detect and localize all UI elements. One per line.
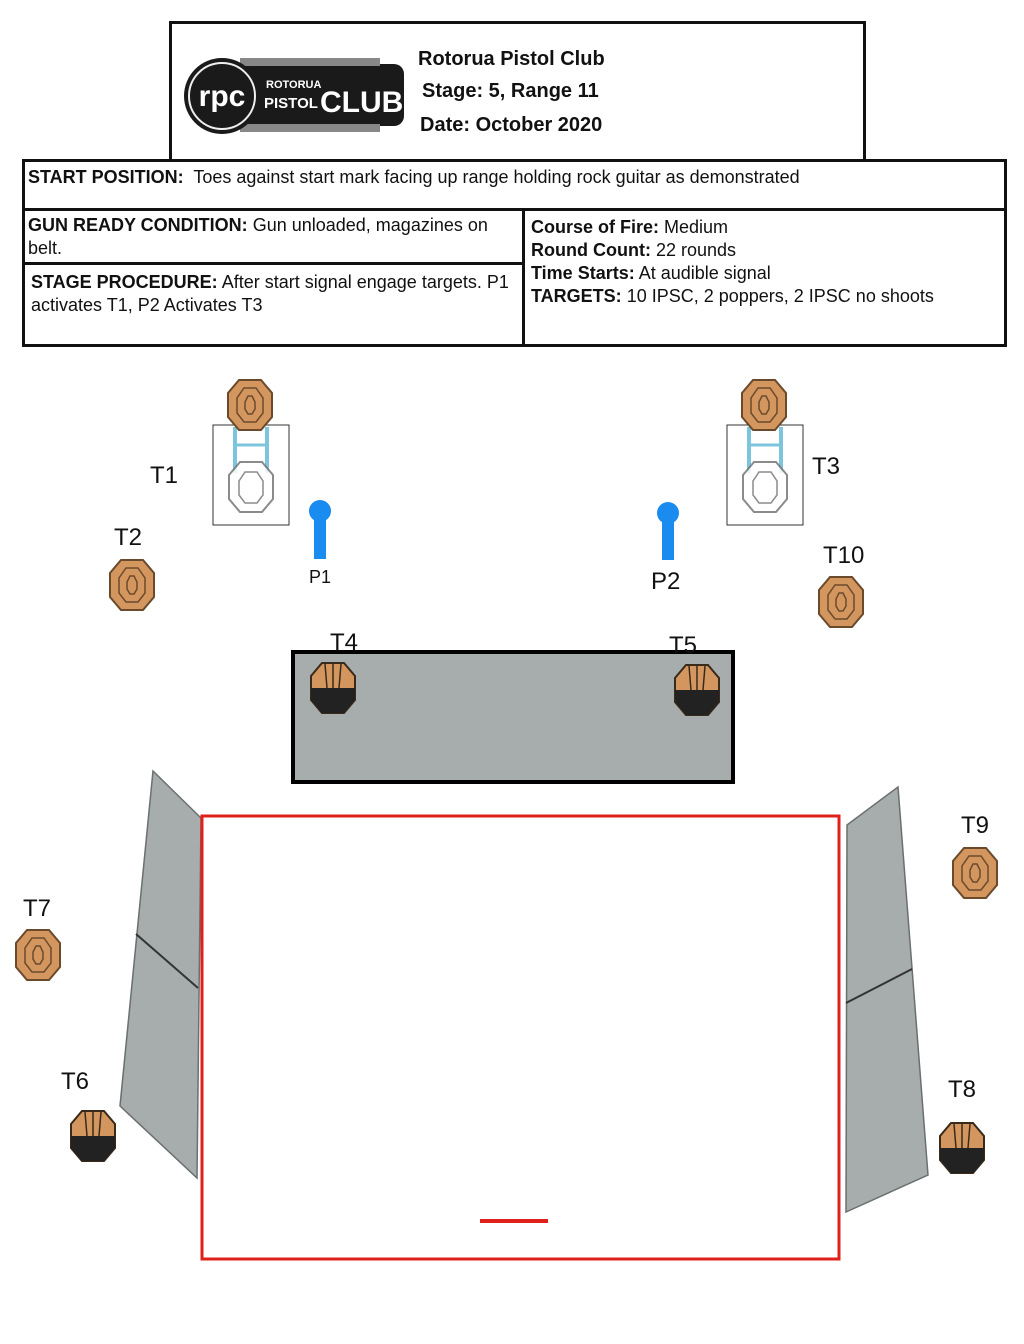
label-t6: T6 [61, 1068, 90, 1095]
label-t7: T7 [23, 895, 52, 922]
label-p2: P2 [651, 568, 681, 595]
swinger-t1 [211, 379, 291, 527]
label-t3: T3 [812, 453, 841, 480]
no-shoot-t5 [674, 664, 720, 716]
label-p1: P1 [309, 567, 332, 587]
procedure-text: After start signal engage targets. P1 ac… [31, 272, 509, 315]
label-t2: T2 [114, 524, 143, 551]
popper-p2 [657, 502, 679, 560]
gun-ready-label: GUN READY CONDITION: [28, 215, 248, 235]
target-t6 [70, 1110, 116, 1162]
detail-course: Course of Fire: Medium [531, 217, 729, 237]
no-shoot-t4 [310, 662, 356, 714]
stage-procedure: STAGE PROCEDURE: After start signal enga… [31, 271, 516, 317]
target-t7 [15, 929, 61, 981]
info-grid-box [22, 208, 1007, 347]
right-wall [845, 785, 929, 1214]
popper-p1 [309, 500, 331, 559]
date-info: Date: October 2020 [420, 114, 603, 136]
target-t9 [952, 847, 998, 899]
detail-time-starts: Time Starts: At audible signal [531, 263, 771, 283]
left-wall [119, 769, 202, 1180]
center-barricade [291, 650, 735, 784]
target-t8 [939, 1122, 985, 1174]
club-name: Rotorua Pistol Club [418, 48, 605, 70]
gun-ready: GUN READY CONDITION: Gun unloaded, magaz… [28, 214, 518, 260]
shooting-area [200, 814, 841, 1261]
gun-ready-text: Gun unloaded, magazines on belt. [28, 215, 488, 258]
label-t8: T8 [948, 1076, 977, 1103]
detail-targets: TARGETS: 10 IPSC, 2 poppers, 2 IPSC no s… [531, 286, 934, 306]
label-t10: T10 [823, 542, 865, 569]
stage-details: Course of Fire: Medium Round Count: 22 r… [531, 216, 1001, 308]
grid-vertical-divider [522, 208, 525, 347]
start-position-text: Toes against start mark facing up range … [193, 167, 800, 187]
start-position: START POSITION: Toes against start mark … [28, 166, 998, 189]
grid-horizontal-divider [22, 262, 525, 265]
target-t10 [818, 576, 864, 628]
detail-round-count: Round Count: 22 rounds [531, 240, 737, 260]
start-position-label: START POSITION: [28, 167, 184, 187]
swinger-t3 [725, 379, 805, 527]
label-t4: T4 [330, 629, 359, 656]
target-t2 [109, 559, 155, 611]
stage-info: Stage: 5, Range 11 [422, 80, 599, 102]
label-t9: T9 [961, 812, 990, 839]
procedure-label: STAGE PROCEDURE: [31, 272, 218, 292]
start-position-box [22, 159, 1007, 211]
label-t1: T1 [150, 462, 179, 489]
label-t5: T5 [669, 632, 698, 659]
